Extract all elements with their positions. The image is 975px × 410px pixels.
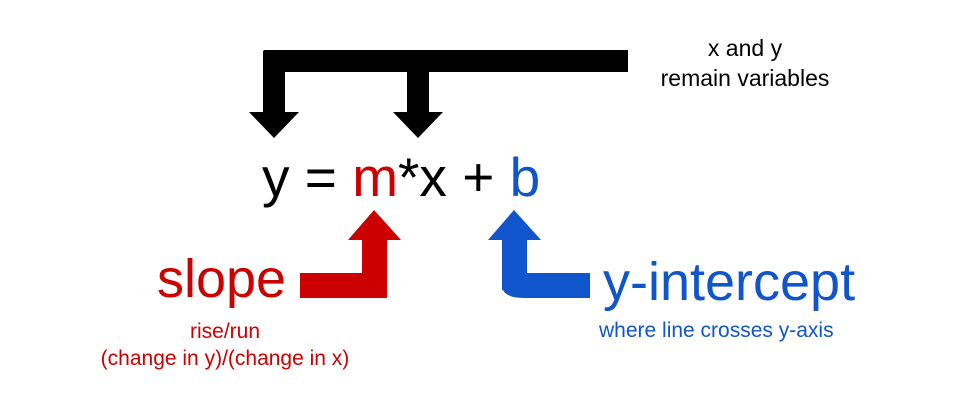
intercept-description: where line crosses y-axis — [599, 319, 834, 342]
equation-times-x: *x + — [398, 146, 510, 208]
intercept-title: y-intercept — [603, 252, 856, 312]
variables-bracket-arrow — [249, 50, 628, 138]
slope-arrow — [300, 210, 401, 298]
intercept-arrow — [488, 210, 590, 298]
slope-description-line1: rise/run — [189, 320, 261, 343]
equation-equals: = — [289, 146, 353, 208]
variables-note: x and y remain variables — [640, 34, 850, 94]
equation-m: m — [352, 146, 399, 208]
slope-description: rise/run (change in y)/(change in x) — [60, 318, 390, 373]
variables-note-line1: x and y — [707, 35, 783, 61]
equation: y = m*x + b — [262, 150, 540, 205]
equation-y: y — [262, 146, 290, 208]
slope-title: slope — [157, 249, 287, 309]
equation-b: b — [509, 146, 541, 208]
variables-note-line2: remain variables — [660, 64, 830, 91]
slope-description-line2: (change in y)/(change in x) — [100, 347, 350, 371]
